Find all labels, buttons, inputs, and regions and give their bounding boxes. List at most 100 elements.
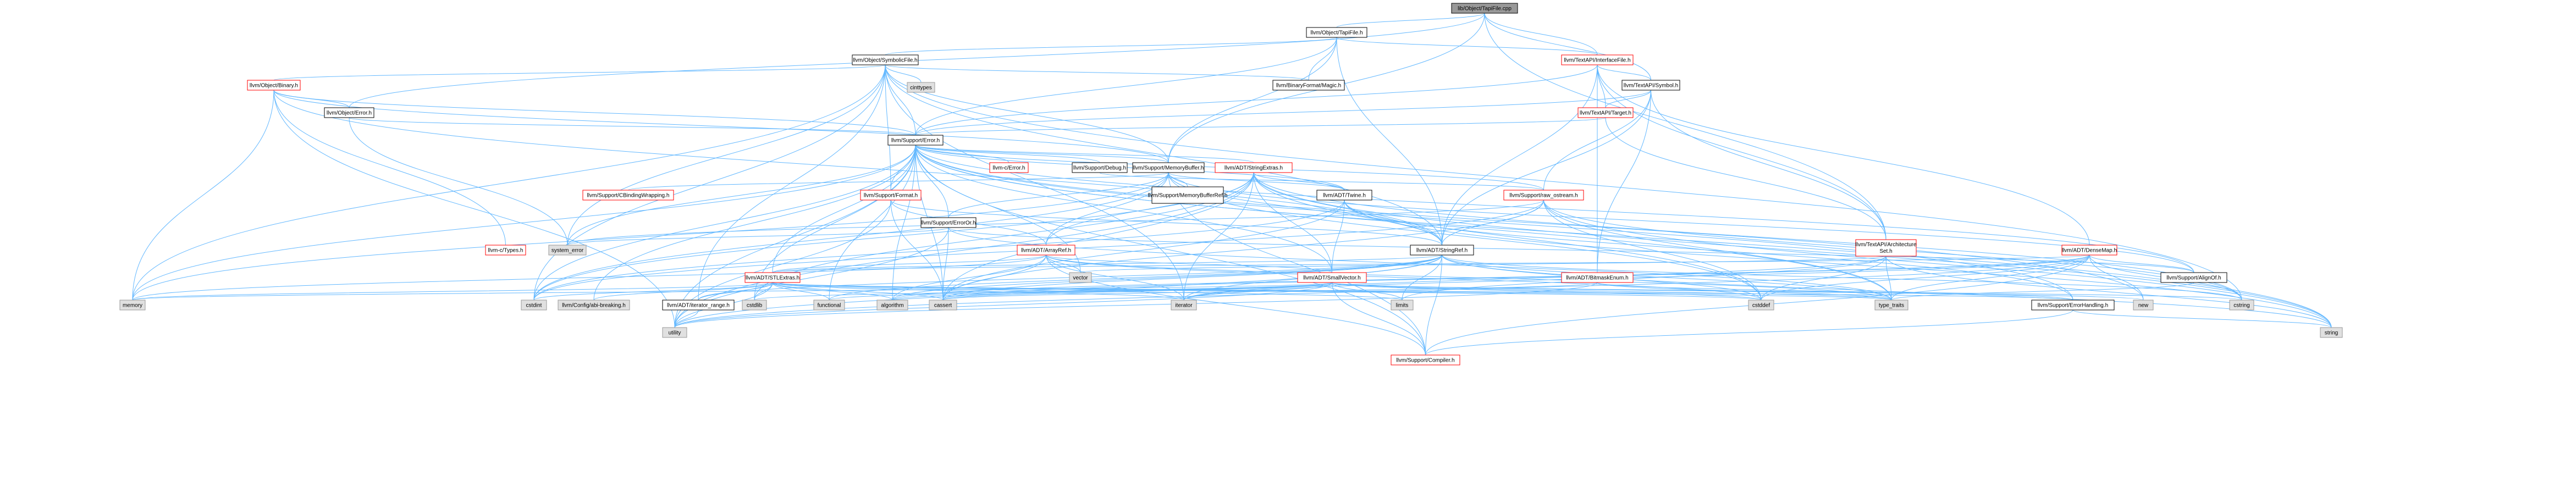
node-smallvector[interactable]: llvm/ADT/SmallVector.h <box>1297 272 1367 283</box>
node-configabi: llvm/Config/abi-breaking.h <box>558 300 630 311</box>
node-mbref[interactable]: llvm/Support/MemoryBufferRef.h <box>1148 186 1228 204</box>
edge-densemap-to-cassert <box>942 254 2090 301</box>
edge-bitmaskenum-to-utility <box>674 282 1598 328</box>
node-supporterror[interactable]: llvm/Support/Error.h <box>887 135 944 146</box>
edge-format-to-cassert <box>890 200 944 301</box>
edge-supporterror-to-cstdint <box>533 145 916 301</box>
edge-twine-to-string <box>1344 200 2332 328</box>
edge-arrayref-to-vector <box>1046 254 1081 273</box>
node-debug[interactable]: llvm/Support/Debug.h <box>1072 162 1128 173</box>
edge-root-to-tapifile_h <box>1336 13 1485 28</box>
edge-arrayref-to-compiler <box>1046 254 1426 356</box>
edge-erroror-to-alignof <box>948 227 2194 273</box>
node-format[interactable]: llvm/Support/Format.h <box>860 190 922 201</box>
node-box-stlextras <box>744 272 801 283</box>
edge-stlextras-to-memory <box>132 282 773 301</box>
edge-smallvector-to-cassert <box>942 282 1332 301</box>
node-label-stringref: llvm/ADT/StringRef.h <box>1416 248 1468 254</box>
node-box-mbref <box>1151 186 1224 204</box>
node-box-alignof <box>2160 272 2227 283</box>
edge-stringref-to-compiler <box>1425 254 1442 356</box>
node-alignof[interactable]: llvm/Support/AlignOf.h <box>2160 272 2227 283</box>
node-objerror[interactable]: llvm/Object/Error.h <box>324 107 374 118</box>
edge-stringref-to-limits <box>1402 254 1442 301</box>
node-arrayref[interactable]: llvm/ADT/ArrayRef.h <box>1017 245 1075 256</box>
node-tapifile_h[interactable]: llvm/Object/TapiFile.h <box>1306 27 1367 38</box>
node-magic[interactable]: llvm/BinaryFormat/Magic.h <box>1272 80 1345 91</box>
edge-supporterror-to-configabi <box>593 145 916 301</box>
edge-target-to-archset <box>1605 117 1887 240</box>
edge-stringref-to-cassert <box>942 254 1442 301</box>
node-symbolicfile[interactable]: llvm/Object/SymbolicFile.h <box>852 54 919 65</box>
edge-format-to-stringref <box>890 200 1442 246</box>
edge-stringextras-to-smallvector <box>1253 172 1332 273</box>
node-densemap[interactable]: llvm/ADT/DenseMap.h <box>2061 245 2117 256</box>
edge-memorybuffer-to-alignof <box>1168 172 2194 273</box>
edge-symbol-to-supporterror <box>915 90 1651 136</box>
node-bitmaskenum[interactable]: llvm/ADT/BitmaskEnum.h <box>1561 272 1634 283</box>
edge-supporterror-to-memorybuffer <box>915 145 1169 163</box>
edge-root-to-archset <box>1484 13 1887 240</box>
node-compiler[interactable]: llvm/Support/Compiler.h <box>1391 354 1460 365</box>
node-label-stringextras: llvm/ADT/StringExtras.h <box>1224 165 1283 171</box>
edge-stringextras-to-cassert <box>942 172 1254 301</box>
node-label-densemap: llvm/ADT/DenseMap.h <box>2062 248 2117 254</box>
edge-memorybuffer-to-compiler <box>1168 172 1426 356</box>
node-rawostream[interactable]: llvm/Support/raw_ostream.h <box>1503 190 1584 201</box>
node-twine[interactable]: llvm/ADT/Twine.h <box>1316 190 1372 201</box>
edge-objerror-to-supporterror <box>349 117 916 136</box>
node-box-archset <box>1855 239 1917 257</box>
node-box-algorithm <box>876 300 908 311</box>
edge-symbolicfile-to-systemerror <box>567 64 886 246</box>
node-symbol[interactable]: llvm/TextAPI/Symbol.h <box>1621 80 1680 91</box>
node-iterator: iterator <box>1171 300 1197 311</box>
node-box-erroror <box>920 217 977 228</box>
node-box-interfacefile <box>1561 54 1634 65</box>
node-box-cstddef <box>1748 300 1774 311</box>
node-stringextras[interactable]: llvm/ADT/StringExtras.h <box>1215 162 1293 173</box>
node-cbinding[interactable]: llvm/Support/CBindingWrapping.h <box>582 190 674 201</box>
node-stringref[interactable]: llvm/ADT/StringRef.h <box>1410 245 1474 256</box>
node-label-new: new <box>2138 303 2149 309</box>
node-box-format <box>860 190 922 201</box>
node-box-rawostream <box>1503 190 1584 201</box>
edge-arrayref-to-smallvector <box>1046 254 1332 273</box>
edge-interfacefile-to-symbol <box>1597 64 1651 81</box>
edge-memorybuffer-to-erroror <box>948 172 1169 218</box>
edge-tapifile_h-to-magic <box>1308 37 1337 81</box>
node-label-systemerror: system_error <box>551 248 584 254</box>
node-ctypes[interactable]: llvm-c/Types.h <box>485 245 526 256</box>
node-box-limits <box>1391 300 1414 311</box>
node-binary[interactable]: llvm/Object/Binary.h <box>247 80 301 91</box>
edge-symbolicfile-to-magic <box>885 64 1309 81</box>
edge-tapifile_h-to-stringref <box>1336 37 1442 246</box>
edge-supporterror-to-debug <box>915 145 1100 163</box>
edge-symbol-to-target <box>1605 90 1651 108</box>
node-interfacefile[interactable]: llvm/TextAPI/InterfaceFile.h <box>1561 54 1634 65</box>
edge-stringextras-to-string <box>1253 172 2332 328</box>
node-label-cstddef: cstddef <box>1752 303 1770 309</box>
node-iterrange[interactable]: llvm/ADT/iterator_range.h <box>662 300 735 311</box>
node-label-tapifile_h: llvm/Object/TapiFile.h <box>1310 30 1363 36</box>
node-cstdlib: cstdlib <box>742 300 767 311</box>
node-label-format: llvm/Support/Format.h <box>864 193 918 199</box>
edge-root-to-interfacefile <box>1484 13 1598 56</box>
node-erroror[interactable]: llvm/Support/ErrorOr.h <box>920 217 977 228</box>
node-errorhandling[interactable]: llvm/Support/ErrorHandling.h <box>2031 300 2115 311</box>
edge-memorybuffer-to-cbinding <box>628 172 1169 191</box>
node-box-arrayref <box>1017 245 1075 256</box>
node-box-densemap <box>2061 245 2117 256</box>
node-target[interactable]: llvm/TextAPI/Target.h <box>1577 107 1634 118</box>
edge-smallvector-to-memory <box>132 282 1332 301</box>
edge-supporterror-to-erroror <box>915 145 949 218</box>
edge-densemap-to-utility <box>674 254 2090 328</box>
node-label-binary: llvm/Object/Binary.h <box>250 83 298 89</box>
node-stlextras[interactable]: llvm/ADT/STLExtras.h <box>744 272 801 283</box>
node-root[interactable]: lib/Object/TapiFile.cpp <box>1451 3 1518 14</box>
edge-smallvector-to-compiler <box>1332 282 1426 356</box>
node-cerror[interactable]: llvm-c/Error.h <box>989 162 1029 173</box>
edge-supporterror-to-stlextras <box>772 145 916 273</box>
node-memorybuffer[interactable]: llvm/Support/MemoryBuffer.h <box>1132 162 1205 173</box>
node-box-memorybuffer <box>1132 162 1205 173</box>
